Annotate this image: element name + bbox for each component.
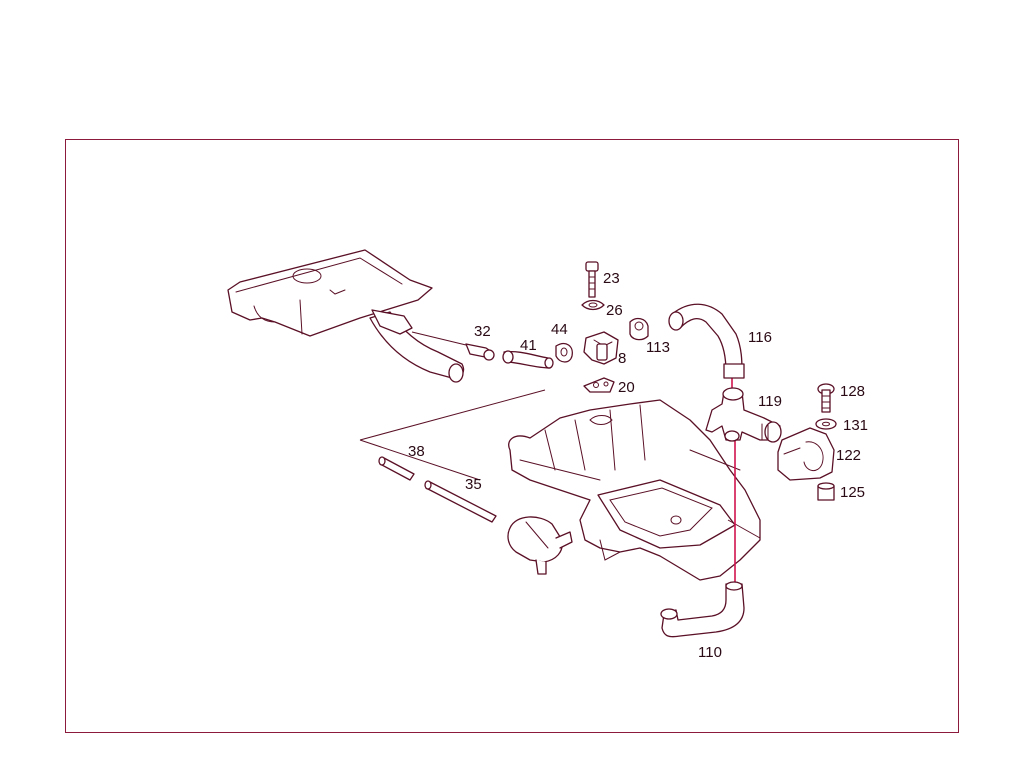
callout-labels: 23 26 32 41 44 8 113 20 116 119 128 131 … [408,270,868,661]
part-32-fitting [465,343,495,361]
part-122-housing [777,427,835,481]
callout-8: 8 [618,350,626,367]
callout-38: 38 [408,443,425,460]
callout-23: 23 [603,270,620,287]
callout-122: 122 [836,447,861,464]
vacuum-unit [507,516,573,575]
part-20-gasket [583,377,615,393]
callout-125: 125 [840,484,865,501]
leader-lines [359,331,761,539]
callout-119: 119 [758,393,782,410]
diagram-frame [65,139,959,733]
part-128-bolt [817,383,835,413]
callout-113: 113 [646,339,670,356]
callout-44: 44 [551,321,568,338]
part-44-clamp [555,342,573,363]
callout-32: 32 [474,323,491,340]
callout-116: 116 [748,329,772,346]
callout-26: 26 [606,302,623,319]
intake-manifold [508,399,761,581]
part-38-pipe [378,456,415,481]
callout-20: 20 [618,379,635,396]
part-125-bushing [817,482,835,501]
callout-128: 128 [840,383,865,400]
callout-35: 35 [465,476,482,493]
part-110-hose [660,581,745,638]
part-26-washer [581,299,605,311]
breather-hose [369,309,465,383]
part-113-clamp [629,317,649,341]
cylinder-head-cover [227,249,433,337]
part-119-branch-fitting [705,387,782,443]
callout-110: 110 [698,644,722,661]
part-41-hose [502,350,554,369]
part-23-bolt [585,261,599,298]
part-116-hose [668,303,745,379]
callout-41: 41 [520,337,537,354]
part-35-pipe [424,480,497,523]
callout-131: 131 [843,417,868,434]
part-131-washer [815,418,837,430]
part-8-valve [583,331,619,365]
